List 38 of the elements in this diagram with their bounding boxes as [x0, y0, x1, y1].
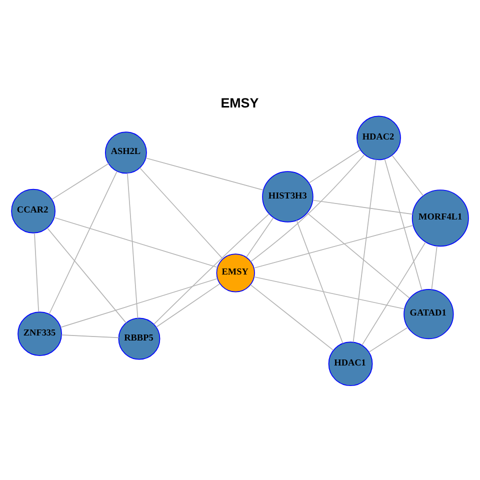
- connector: [156, 283, 220, 328]
- connector: [362, 242, 426, 346]
- connector: [145, 158, 264, 190]
- connector: [250, 154, 365, 262]
- connector: [54, 217, 218, 268]
- connector: [384, 158, 422, 291]
- connector: [34, 232, 40, 312]
- connector: [60, 278, 218, 328]
- diagram-title: EMSY: [220, 96, 259, 111]
- node-circle: ASH2L: [104, 132, 147, 174]
- connector: [254, 225, 414, 268]
- connector: [51, 163, 110, 200]
- connector: [61, 334, 120, 338]
- connector: [306, 212, 410, 298]
- connector: [368, 326, 408, 352]
- connector: [48, 170, 118, 315]
- connector: [127, 172, 138, 319]
- node-circle: HDAC2: [356, 116, 401, 160]
- connector: [46, 228, 127, 324]
- connector: [139, 167, 224, 260]
- connector: [312, 200, 413, 215]
- node-circle: GATAD1: [404, 288, 454, 340]
- connector: [154, 214, 270, 325]
- connector: [352, 159, 376, 343]
- connector: [254, 276, 405, 310]
- node-circle: MORF4L1: [412, 190, 469, 247]
- node-circle: CCAR2: [11, 188, 56, 234]
- connector: [250, 284, 334, 351]
- connector: [296, 220, 344, 344]
- connector: [246, 217, 274, 258]
- node-circle: EMSY: [216, 254, 255, 292]
- node-circle: HDAC1: [328, 342, 373, 386]
- node-circle: HIST3H3: [262, 171, 314, 222]
- node-circle: ZNF335: [18, 312, 62, 356]
- connector: [431, 246, 438, 290]
- node-circle: RBBP5: [118, 318, 160, 360]
- connector: [392, 154, 424, 196]
- connector: [308, 149, 361, 184]
